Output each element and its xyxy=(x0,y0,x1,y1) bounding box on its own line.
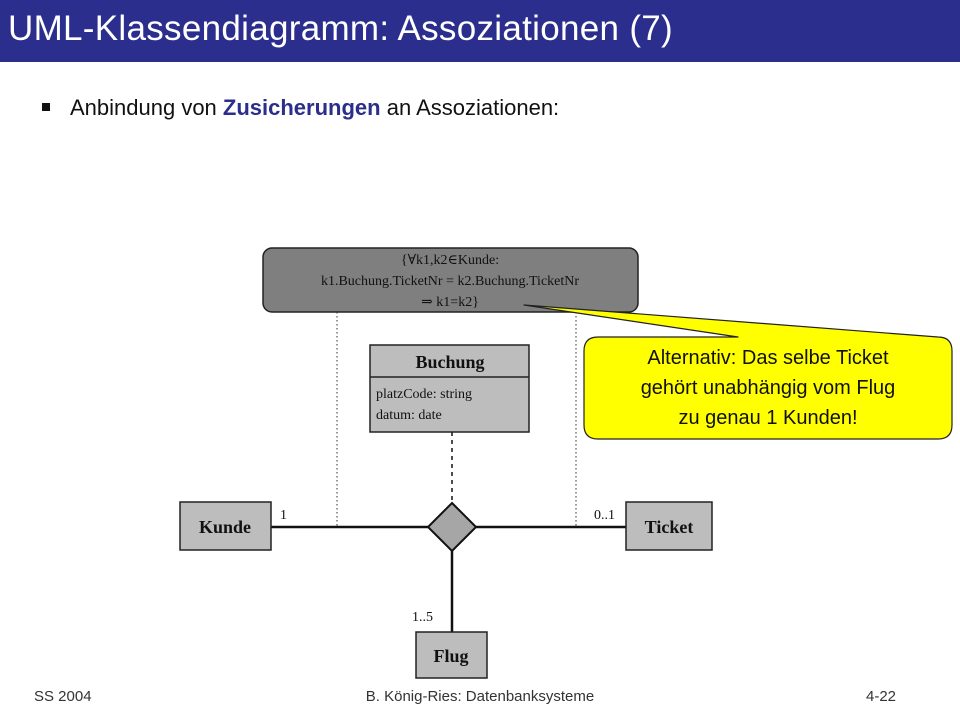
callout-bubble xyxy=(523,304,953,440)
buchung-class-box xyxy=(369,344,530,433)
bullet-text-prefix: Anbindung von xyxy=(70,95,223,120)
ticket-multiplicity: 0..1 xyxy=(594,508,615,523)
flug-class-name: Flug xyxy=(433,646,468,666)
callout-line-2: gehört unabhängig vom Flug xyxy=(641,377,896,399)
flug-class-box xyxy=(415,631,488,679)
bullet-item: Anbindung von Zusicherungen an Assoziati… xyxy=(42,95,559,121)
constraint-box xyxy=(262,247,639,313)
footer-semester: SS 2004 xyxy=(34,688,92,705)
ticket-class-box xyxy=(625,501,713,551)
buchung-attribute-platzcode: platzCode: string xyxy=(376,387,472,402)
title-bar: UML-Klassendiagramm: Assoziationen (7) xyxy=(0,0,960,62)
flug-multiplicity: 1..5 xyxy=(412,610,433,625)
slide-title: UML-Klassendiagramm: Assoziationen (7) xyxy=(8,9,674,48)
constraint-line-3: ⇒ k1=k2} xyxy=(421,295,479,310)
callout-line-3: zu genau 1 Kunden! xyxy=(678,407,857,429)
footer-page-number: 4-22 xyxy=(866,688,897,705)
bullet-text-suffix: an Assoziationen: xyxy=(380,95,560,120)
constraint-line-2: k1.Buchung.TicketNr = k2.Buchung.TicketN… xyxy=(321,274,579,289)
kunde-class-box xyxy=(179,501,272,551)
bullet-text-highlight: Zusicherungen xyxy=(222,95,381,120)
footer-course: B. König-Ries: Datenbanksysteme xyxy=(365,688,595,705)
constraint-line-1: {∀k1,k2∈Kunde: xyxy=(401,253,499,268)
kunde-class-name: Kunde xyxy=(199,517,251,537)
ticket-class-name: Ticket xyxy=(645,517,694,537)
bullet-square-icon xyxy=(42,103,50,112)
buchung-attribute-datum: datum: date xyxy=(376,408,442,423)
buchung-class-name: Buchung xyxy=(415,352,484,372)
association-diamond xyxy=(426,501,478,553)
callout-line-1: Alternativ: Das selbe Ticket xyxy=(647,347,889,369)
kunde-multiplicity: 1 xyxy=(280,508,287,523)
